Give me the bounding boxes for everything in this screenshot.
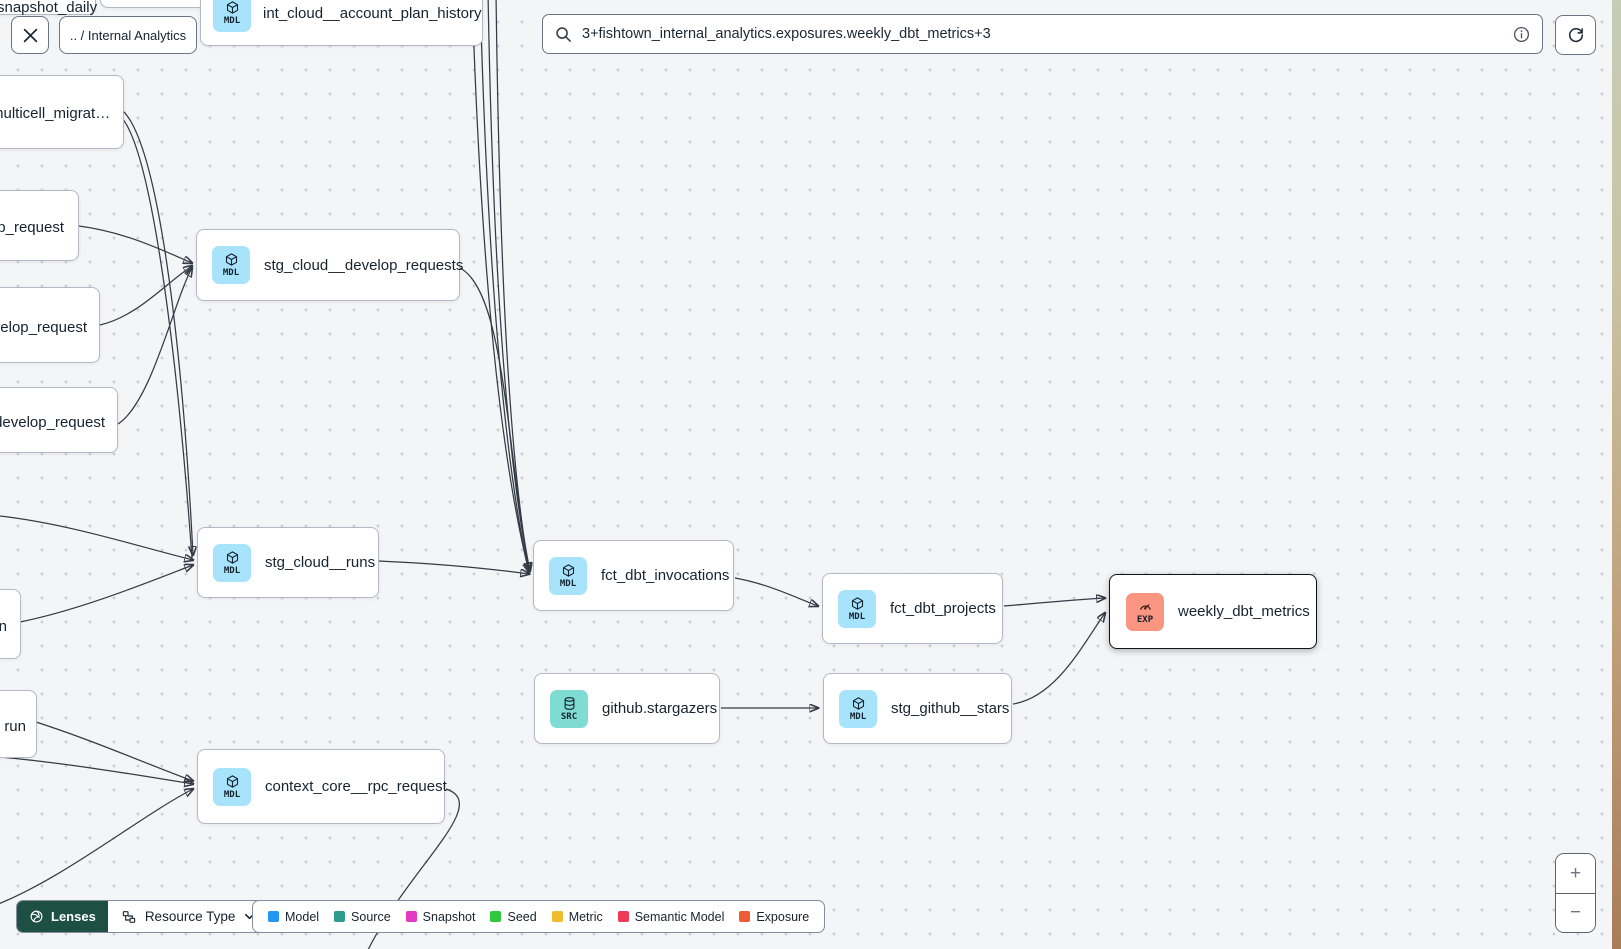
badge-label: MDL: [223, 789, 241, 800]
model-badge: MDL: [212, 246, 250, 284]
lens-aperture-icon: [30, 910, 43, 923]
node-label: stg_github__stars: [891, 700, 1010, 717]
node-label: fct_dbt_projects: [890, 600, 996, 617]
resource-type-legend: Model Source Snapshot Seed Metric Semant…: [252, 900, 826, 933]
model-swatch: [268, 911, 279, 922]
zoom-in-button[interactable]: +: [1556, 854, 1595, 893]
legend-item-metric: Metric: [551, 910, 603, 924]
legend-item-seed: Seed: [490, 910, 537, 924]
cube-icon: [225, 253, 237, 266]
desktop-wallpaper-edge: [1612, 0, 1621, 949]
lenses-button[interactable]: Lenses: [17, 901, 108, 932]
legend-item-semantic-model: Semantic Model: [617, 910, 724, 924]
legend-item-exposure: Exposure: [739, 910, 809, 924]
node-label: int_cloud__account_plan_history: [263, 4, 482, 22]
node-label: op_request: [0, 219, 64, 236]
node-label: stg_cloud__develop_requests: [264, 256, 464, 274]
legend-item-model: Model: [268, 910, 319, 924]
node-n-cutoff[interactable]: n: [0, 589, 21, 659]
node-label: github.stargazers: [602, 700, 718, 717]
node-label: velop_request: [0, 319, 87, 336]
breadcrumb[interactable]: .. / Internal Analytics: [59, 16, 197, 54]
badge-label: MDL: [223, 16, 241, 26]
lenses-bar: Lenses Resource Type: [16, 900, 271, 933]
badge-label: SRC: [560, 711, 578, 722]
exposure-badge: EXP: [1126, 592, 1164, 631]
hierarchy-icon: [122, 910, 136, 923]
node-context-core-rpc-request[interactable]: MDL context_core__rpc_request: [197, 749, 447, 824]
node-label: stg_cloud__runs: [265, 554, 376, 571]
resource-type-dropdown[interactable]: Resource Type: [107, 901, 270, 932]
resource-type-label: Resource Type: [144, 909, 236, 924]
legend-item-snapshot: Snapshot: [405, 910, 475, 924]
node-develop-request[interactable]: .develop_request: [0, 387, 118, 453]
source-swatch: [334, 911, 346, 922]
breadcrumb-label: .. / Internal Analytics: [69, 27, 187, 43]
badge-label: MDL: [559, 578, 577, 589]
zoom-divider: [1556, 892, 1595, 894]
gauge-icon: [1139, 603, 1151, 610]
badge-label: EXP: [1136, 614, 1154, 625]
node-op-request[interactable]: op_request: [0, 190, 79, 261]
node-velop-request[interactable]: velop_request: [0, 287, 100, 363]
node-stg-cloud-runs[interactable]: MDL stg_cloud__runs: [197, 527, 379, 598]
refresh-icon: [1568, 28, 1583, 43]
node-label: multicell_migrat…: [0, 105, 111, 122]
model-badge: MDL: [549, 556, 587, 595]
model-badge: MDL: [213, 543, 251, 582]
badge-label: MDL: [849, 711, 867, 722]
semantic-model-swatch: [617, 911, 629, 922]
node-fct-dbt-projects[interactable]: MDL fct_dbt_projects: [822, 573, 1003, 644]
refresh-button[interactable]: [1555, 15, 1596, 55]
node-run-cutoff[interactable]: run: [0, 690, 37, 758]
database-icon: [564, 696, 574, 710]
cube-icon: [226, 550, 238, 564]
close-button[interactable]: [11, 16, 49, 54]
snapshot-swatch: [405, 911, 417, 922]
node-snapshot-daily[interactable]: snapshot_daily: [0, 0, 98, 16]
node-weekly-dbt-metrics-selected[interactable]: EXP weekly_dbt_metrics: [1109, 574, 1317, 649]
zoom-out-button[interactable]: −: [1556, 893, 1595, 932]
metric-swatch: [551, 911, 563, 922]
node-label: .develop_request: [0, 414, 105, 431]
legend-item-source: Source: [334, 910, 391, 924]
node-label: n: [0, 618, 7, 635]
cube-icon: [226, 774, 238, 788]
exposure-swatch: [739, 911, 751, 922]
badge-label: MDL: [223, 565, 241, 576]
model-badge: MDL: [213, 767, 251, 806]
cube-icon: [226, 1, 238, 14]
zoom-controls: + −: [1555, 853, 1596, 933]
model-badge: MDL: [838, 589, 876, 628]
node-label: context_core__rpc_request: [265, 778, 447, 795]
node-stg-cloud-develop-requests[interactable]: MDL stg_cloud__develop_requests: [196, 229, 464, 301]
node-multicell-migration[interactable]: multicell_migrat…: [0, 75, 124, 149]
close-icon: [23, 28, 37, 42]
search-input[interactable]: [582, 26, 1503, 42]
model-badge: MDL: [213, 0, 251, 32]
node-label: run: [4, 718, 26, 735]
seed-swatch: [490, 911, 502, 922]
cube-icon: [851, 596, 863, 610]
node-github-stargazers[interactable]: SRC github.stargazers: [534, 673, 720, 744]
source-badge: SRC: [550, 689, 588, 728]
node-label: fct_dbt_invocations: [601, 567, 730, 584]
lineage-search-bar: [542, 14, 1543, 54]
node-label: snapshot_daily: [0, 0, 98, 16]
search-icon: [556, 26, 571, 42]
info-icon[interactable]: [1513, 26, 1530, 43]
node-int-cloud-account-plan-history[interactable]: MDL int_cloud__account_plan_history: [200, 0, 483, 46]
lenses-label: Lenses: [51, 909, 96, 924]
badge-label: MDL: [222, 268, 240, 278]
cube-icon: [852, 696, 864, 710]
badge-label: MDL: [848, 611, 866, 622]
node-label: weekly_dbt_metrics: [1178, 603, 1310, 620]
model-badge: MDL: [839, 689, 877, 728]
cube-icon: [562, 563, 574, 577]
node-stg-github-stars[interactable]: MDL stg_github__stars: [823, 673, 1012, 744]
node-fct-dbt-invocations[interactable]: MDL fct_dbt_invocations: [533, 540, 734, 611]
